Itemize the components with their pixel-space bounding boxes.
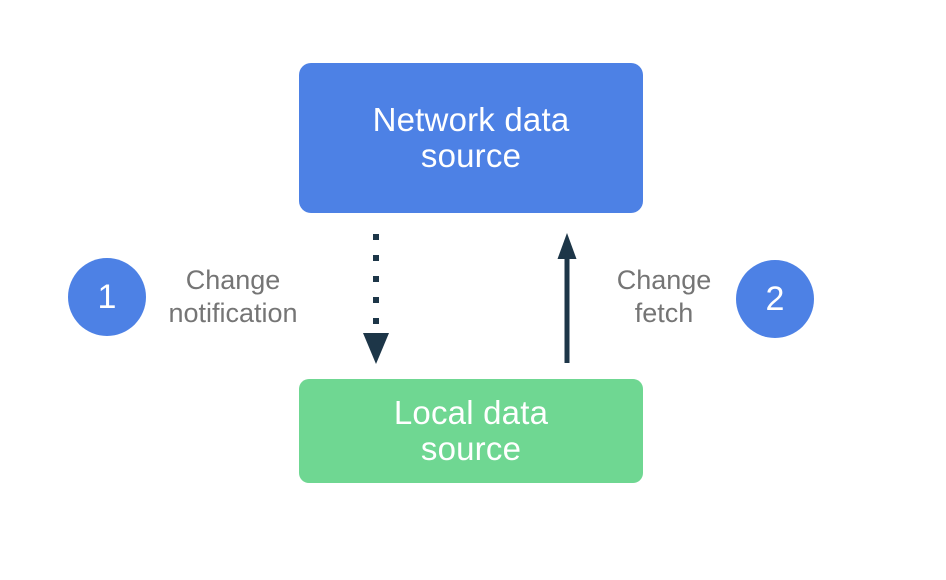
step-1-number: 1 (97, 277, 117, 316)
local-data-source-node: Local data source (299, 379, 643, 483)
local-node-label-line2: source (420, 430, 522, 467)
change-notification-label-line2: notification (168, 298, 298, 328)
local-node-label-line1: Local data (393, 394, 549, 431)
network-data-source-node: Network data source (299, 63, 643, 213)
change-notification-label: Change notification (123, 264, 343, 330)
change-fetch-label: Change fetch (554, 264, 774, 330)
change-notification-label-line1: Change (185, 265, 281, 295)
step-1-badge: 1 (68, 258, 146, 336)
change-fetch-label-line1: Change (616, 265, 712, 295)
network-node-label-line2: source (420, 137, 522, 174)
change-notification-arrow-icon (363, 234, 389, 364)
step-2-number: 2 (765, 279, 785, 318)
change-fetch-label-line2: fetch (634, 298, 694, 328)
step-2-badge: 2 (736, 260, 814, 338)
network-node-label-line1: Network data (372, 101, 570, 138)
